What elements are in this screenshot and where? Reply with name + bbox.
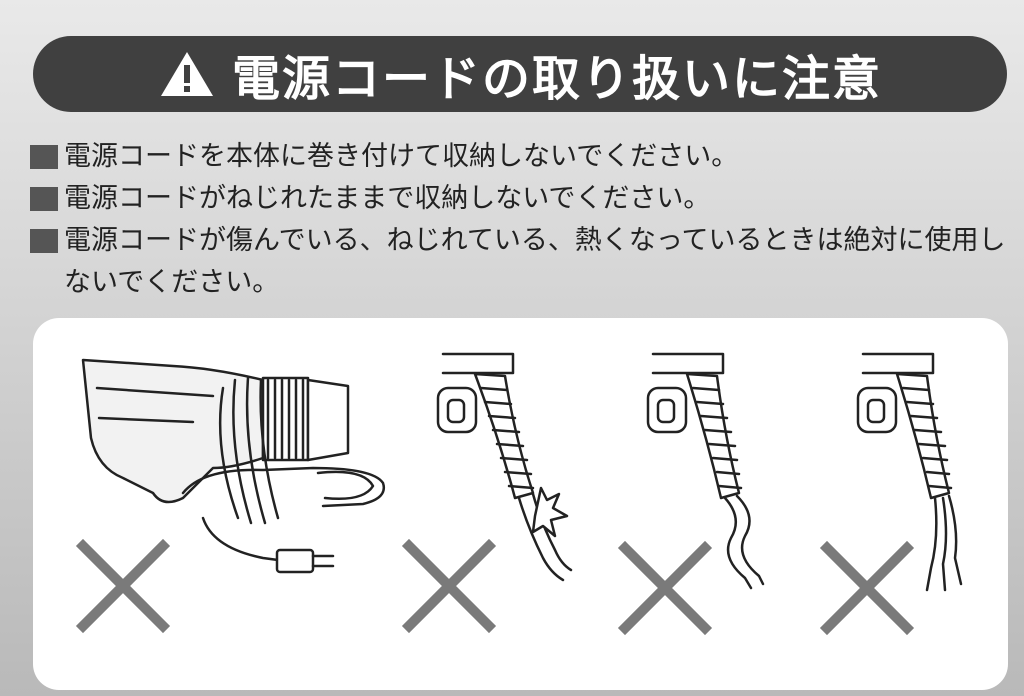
square-bullet-icon	[30, 187, 58, 211]
warning-triangle-icon	[160, 52, 213, 96]
illustration-frayed-cord	[843, 318, 1008, 690]
banner-title: 電源コードの取り扱いに注意	[231, 51, 882, 107]
note-text: 電源コードがねじれたままで収納しないでください。	[64, 183, 711, 214]
list-item: 電源コードがねじれたままで収納しないでください。	[30, 178, 1020, 220]
note-text: 電源コードを本体に巻き付けて収納しないでください。	[64, 141, 739, 172]
warning-banner: 電源コードの取り扱いに注意	[33, 36, 1007, 112]
prohibited-x-icon	[401, 538, 497, 634]
list-item: 電源コードを本体に巻き付けて収納しないでください。	[30, 136, 1020, 178]
note-text: 電源コードが傷んでいる、ねじれている、熱くなっているときは絶対に使用しないでくだ…	[64, 225, 1006, 298]
prohibited-x-icon	[75, 538, 171, 634]
list-item: 電源コードが傷んでいる、ねじれている、熱くなっているときは絶対に使用しないでくだ…	[30, 220, 1020, 304]
square-bullet-icon	[30, 229, 58, 253]
prohibited-x-icon	[819, 540, 915, 636]
twisted-cord-icon	[646, 352, 765, 590]
prohibited-x-icon	[617, 540, 713, 636]
frayed-cord-icon	[856, 352, 963, 592]
square-bullet-icon	[30, 145, 58, 169]
illustration-wrapped-cord	[63, 318, 393, 690]
damaged-cord-icon	[436, 352, 573, 582]
dryer-with-wrapped-cord-icon	[81, 358, 386, 574]
illustration-twisted-cord	[633, 318, 813, 690]
caution-list: 電源コードを本体に巻き付けて収納しないでください。 電源コードがねじれたままで収…	[30, 136, 1020, 304]
illustration-panel	[33, 318, 1008, 690]
illustration-damaged-cord	[423, 318, 603, 690]
